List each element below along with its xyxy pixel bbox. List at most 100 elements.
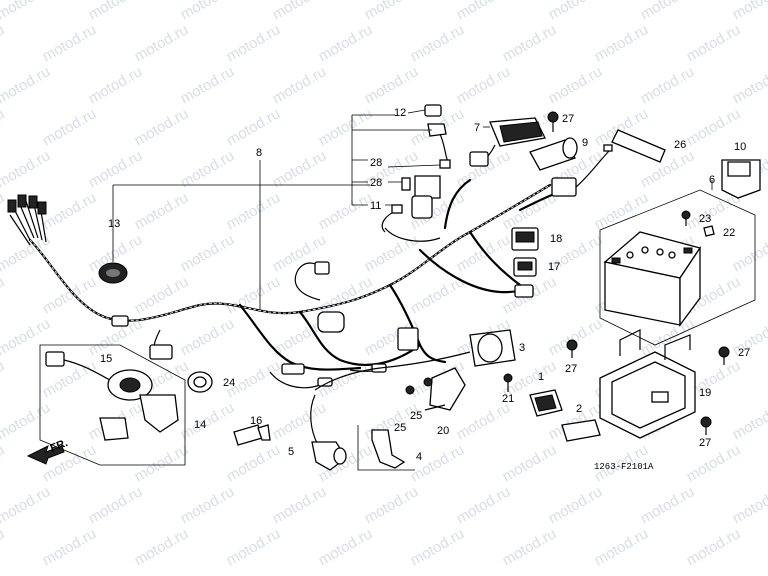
watermark-text: motod.ru xyxy=(500,21,560,65)
watermark-text: motod.ru xyxy=(362,63,422,107)
watermark-text: motod.ru xyxy=(132,525,192,569)
callout-17: 17 xyxy=(548,261,560,273)
part-26-battery-strap xyxy=(611,129,666,163)
watermark-text: motod.ru xyxy=(0,483,53,527)
callout-27d: 27 xyxy=(699,437,711,449)
watermark-text: motod.ru xyxy=(454,0,514,23)
watermark-text: motod.ru xyxy=(684,21,744,65)
watermark-text: motod.ru xyxy=(86,0,146,23)
watermark-text: motod.ru xyxy=(0,189,7,233)
part-25-clips xyxy=(405,377,433,395)
watermark-text: motod.ru xyxy=(592,21,652,65)
watermark-text: motod.ru xyxy=(0,525,7,569)
watermark-text: motod.ru xyxy=(86,483,146,527)
part-16-key xyxy=(233,424,271,446)
callout-4: 4 xyxy=(416,451,422,463)
part-13-grommet xyxy=(98,262,128,284)
callout-5: 5 xyxy=(288,446,294,458)
watermark-text: motod.ru xyxy=(408,525,468,569)
watermark-text: motod.ru xyxy=(730,399,768,443)
watermark-text: motod.ru xyxy=(0,315,53,359)
callout-2: 2 xyxy=(576,403,582,415)
watermark-text: motod.ru xyxy=(40,21,100,65)
watermark-text: motod.ru xyxy=(592,189,652,233)
watermark-text: motod.ru xyxy=(546,483,606,527)
watermark-text: motod.ru xyxy=(132,21,192,65)
watermark-text: motod.ru xyxy=(316,189,376,233)
watermark-text: motod.ru xyxy=(178,63,238,107)
callout-8: 8 xyxy=(256,147,262,159)
front-arrow xyxy=(26,445,65,465)
callout-1: 1 xyxy=(538,371,544,383)
watermark-text: motod.ru xyxy=(454,483,514,527)
watermark-text: motod.ru xyxy=(0,105,7,149)
callout-9: 9 xyxy=(582,137,588,149)
watermark-text: motod.ru xyxy=(224,441,284,485)
watermark-text: motod.ru xyxy=(224,21,284,65)
watermark-text: motod.ru xyxy=(730,231,768,275)
watermark-text: motod.ru xyxy=(638,0,698,23)
watermark-text: motod.ru xyxy=(270,483,330,527)
callout-18: 18 xyxy=(550,233,562,245)
watermark-text: motod.ru xyxy=(224,189,284,233)
watermark-text: motod.ru xyxy=(178,399,238,443)
watermark-text: motod.ru xyxy=(500,525,560,569)
watermark-text: motod.ru xyxy=(316,105,376,149)
callout-26: 26 xyxy=(674,139,686,151)
watermark-text: motod.ru xyxy=(454,399,514,443)
watermark-text: motod.ru xyxy=(362,0,422,23)
callout-14: 14 xyxy=(194,419,206,431)
callout-7: 7 xyxy=(474,122,480,134)
watermark-text: motod.ru xyxy=(316,21,376,65)
watermark-text: motod.ru xyxy=(454,231,514,275)
watermark-text: motod.ru xyxy=(730,483,768,527)
watermark-text: motod.ru xyxy=(730,0,768,23)
callout-19: 19 xyxy=(699,387,711,399)
part-2-fuse-cover xyxy=(561,419,601,442)
part-14-ignition-assembly xyxy=(39,344,186,466)
watermark-text: motod.ru xyxy=(546,63,606,107)
part-27-bolt-top xyxy=(547,111,559,132)
watermark-text: motod.ru xyxy=(0,0,53,23)
callout-labels: 1 2 3 4 5 6 7 8 9 10 11 12 13 14 15 16 1… xyxy=(100,107,750,463)
watermark-text: motod.ru xyxy=(638,63,698,107)
part-3-starter-relay xyxy=(314,329,516,391)
watermark-text: motod.ru xyxy=(454,63,514,107)
watermark-text: motod.ru xyxy=(684,441,744,485)
watermark-text: motod.ru xyxy=(730,63,768,107)
callout-22: 22 xyxy=(723,227,735,239)
diagram-code: 1263-F2101A xyxy=(594,462,654,472)
callout-13: 13 xyxy=(108,218,120,230)
watermark-text: motod.ru xyxy=(546,0,606,23)
watermark-text: motod.ru xyxy=(270,399,330,443)
callout-16: 16 xyxy=(250,415,262,427)
part-24-grommet xyxy=(187,371,213,393)
callout-21: 21 xyxy=(502,393,514,405)
callout-27c: 27 xyxy=(738,347,750,359)
callout-25b: 25 xyxy=(410,410,422,422)
callout-25a: 25 xyxy=(394,422,406,434)
watermark-text: motod.ru xyxy=(270,0,330,23)
watermark-text: motod.ru xyxy=(0,273,7,317)
watermark-text: motod.ru xyxy=(40,525,100,569)
watermark-text: motod.ru xyxy=(0,399,53,443)
callout-10: 10 xyxy=(734,141,746,153)
watermark-text: motod.ru xyxy=(362,231,422,275)
watermark-text: motod.ru xyxy=(224,273,284,317)
part-4-plug-cap xyxy=(357,425,415,471)
watermark-text: motod.ru xyxy=(270,63,330,107)
parts-22-23-fasteners xyxy=(681,210,715,237)
callout-12: 12 xyxy=(394,107,406,119)
callout-27a: 27 xyxy=(562,113,574,125)
watermark-text: motod.ru xyxy=(0,21,7,65)
watermark-text: motod.ru xyxy=(500,441,560,485)
watermark-text: motod.ru xyxy=(362,483,422,527)
callout-15: 15 xyxy=(100,353,112,365)
watermark-text: motod.ru xyxy=(178,483,238,527)
watermark-text: motod.ru xyxy=(638,483,698,527)
leader-lines xyxy=(112,109,713,310)
callout-28b: 28 xyxy=(370,177,382,189)
watermark-text: motod.ru xyxy=(592,525,652,569)
callout-27b: 27 xyxy=(565,363,577,375)
